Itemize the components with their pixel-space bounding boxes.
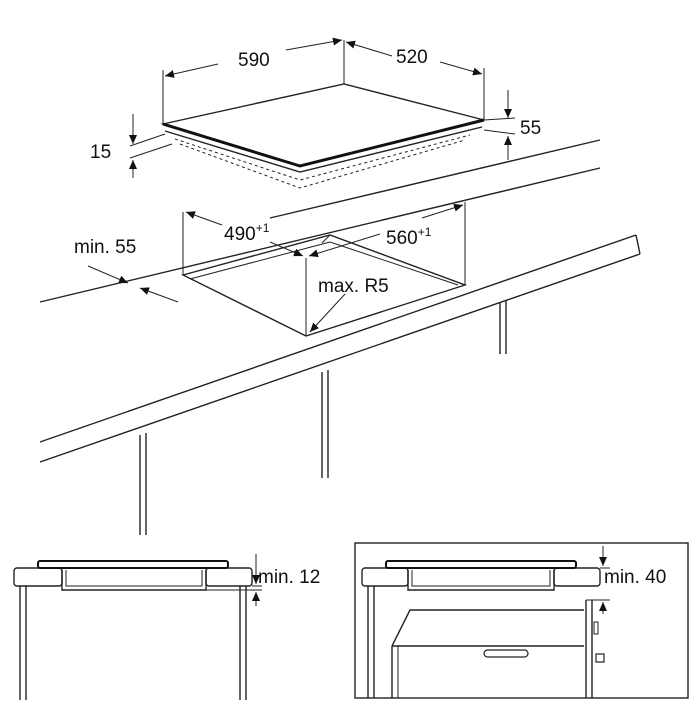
dim-490-label: 490+1	[224, 221, 270, 245]
hob-glass-section	[37, 560, 229, 569]
worktop-front-end	[635, 234, 641, 255]
radius-label: max. R5	[318, 276, 389, 297]
worktop-block-left	[13, 567, 63, 587]
detail-right: min. 40	[354, 542, 689, 699]
dim-min55-arrow-a	[87, 265, 129, 284]
hob-glass-section-2	[385, 560, 577, 569]
dim-520-arrow-right	[439, 61, 483, 76]
radius-leader	[309, 293, 346, 333]
dim-560-arrow-left	[308, 233, 381, 258]
detail-left: min. 12	[13, 554, 320, 700]
cutout-depth-line	[321, 234, 331, 244]
dim-520-label: 520	[396, 47, 428, 68]
dim-490-arrow-left	[185, 211, 223, 226]
cutout-inner-back	[189, 241, 331, 280]
worktop-block-left-2	[361, 567, 409, 587]
worktop-front-bottom	[39, 253, 641, 463]
dim-590-arrow-left	[164, 63, 219, 78]
hob-glass-top	[160, 83, 485, 167]
worktop-drawing: 490+1 560+1 max. R5 min. 55	[39, 139, 641, 535]
worktop-block-right-2	[553, 567, 601, 587]
hob-glass-edge	[162, 118, 485, 168]
hob-body-bottom	[179, 139, 466, 189]
dim-min55-label: min. 55	[74, 237, 136, 258]
hob-body-section-2	[407, 570, 555, 591]
hob-body-outline	[174, 134, 471, 181]
oven-handle	[483, 649, 529, 658]
hob-body-inner	[65, 570, 203, 587]
dim-15-label: 15	[90, 142, 111, 163]
oven-top	[391, 609, 584, 647]
hob-body-inner-2	[411, 570, 551, 587]
hob-body-section	[61, 570, 207, 591]
worktop-top-front-edge	[39, 167, 601, 303]
hob-drawing: 590 520 55 15	[90, 37, 541, 189]
worktop-front-top	[39, 234, 637, 443]
oven-hinge	[593, 621, 599, 635]
ext-line-55-top	[483, 117, 516, 121]
dim-590-arrow-right	[285, 37, 343, 51]
detail-right-frame	[354, 542, 689, 699]
ext-line-15-top	[129, 133, 166, 147]
dim-min12-label: min. 12	[258, 567, 320, 588]
worktop-back-edge	[269, 139, 601, 219]
dim-490-arrow-right	[269, 241, 304, 257]
cutout-inner-right	[329, 241, 459, 286]
ext-line-15-bottom	[129, 143, 173, 159]
hob-frame-edge	[164, 126, 483, 173]
worktop-block-right	[205, 567, 253, 587]
dim-590-label: 590	[238, 50, 270, 71]
oven-knob	[595, 653, 605, 663]
dim-560-arrow-right	[421, 203, 464, 219]
dim-560-label: 560+1	[386, 225, 432, 249]
dim-520-arrow-left	[345, 40, 393, 57]
ext-line-55-bottom	[483, 129, 516, 135]
dim-min40-label: min. 40	[604, 567, 666, 588]
dim-min55-arrow-b	[139, 287, 179, 303]
dim-55-label: 55	[520, 118, 541, 139]
